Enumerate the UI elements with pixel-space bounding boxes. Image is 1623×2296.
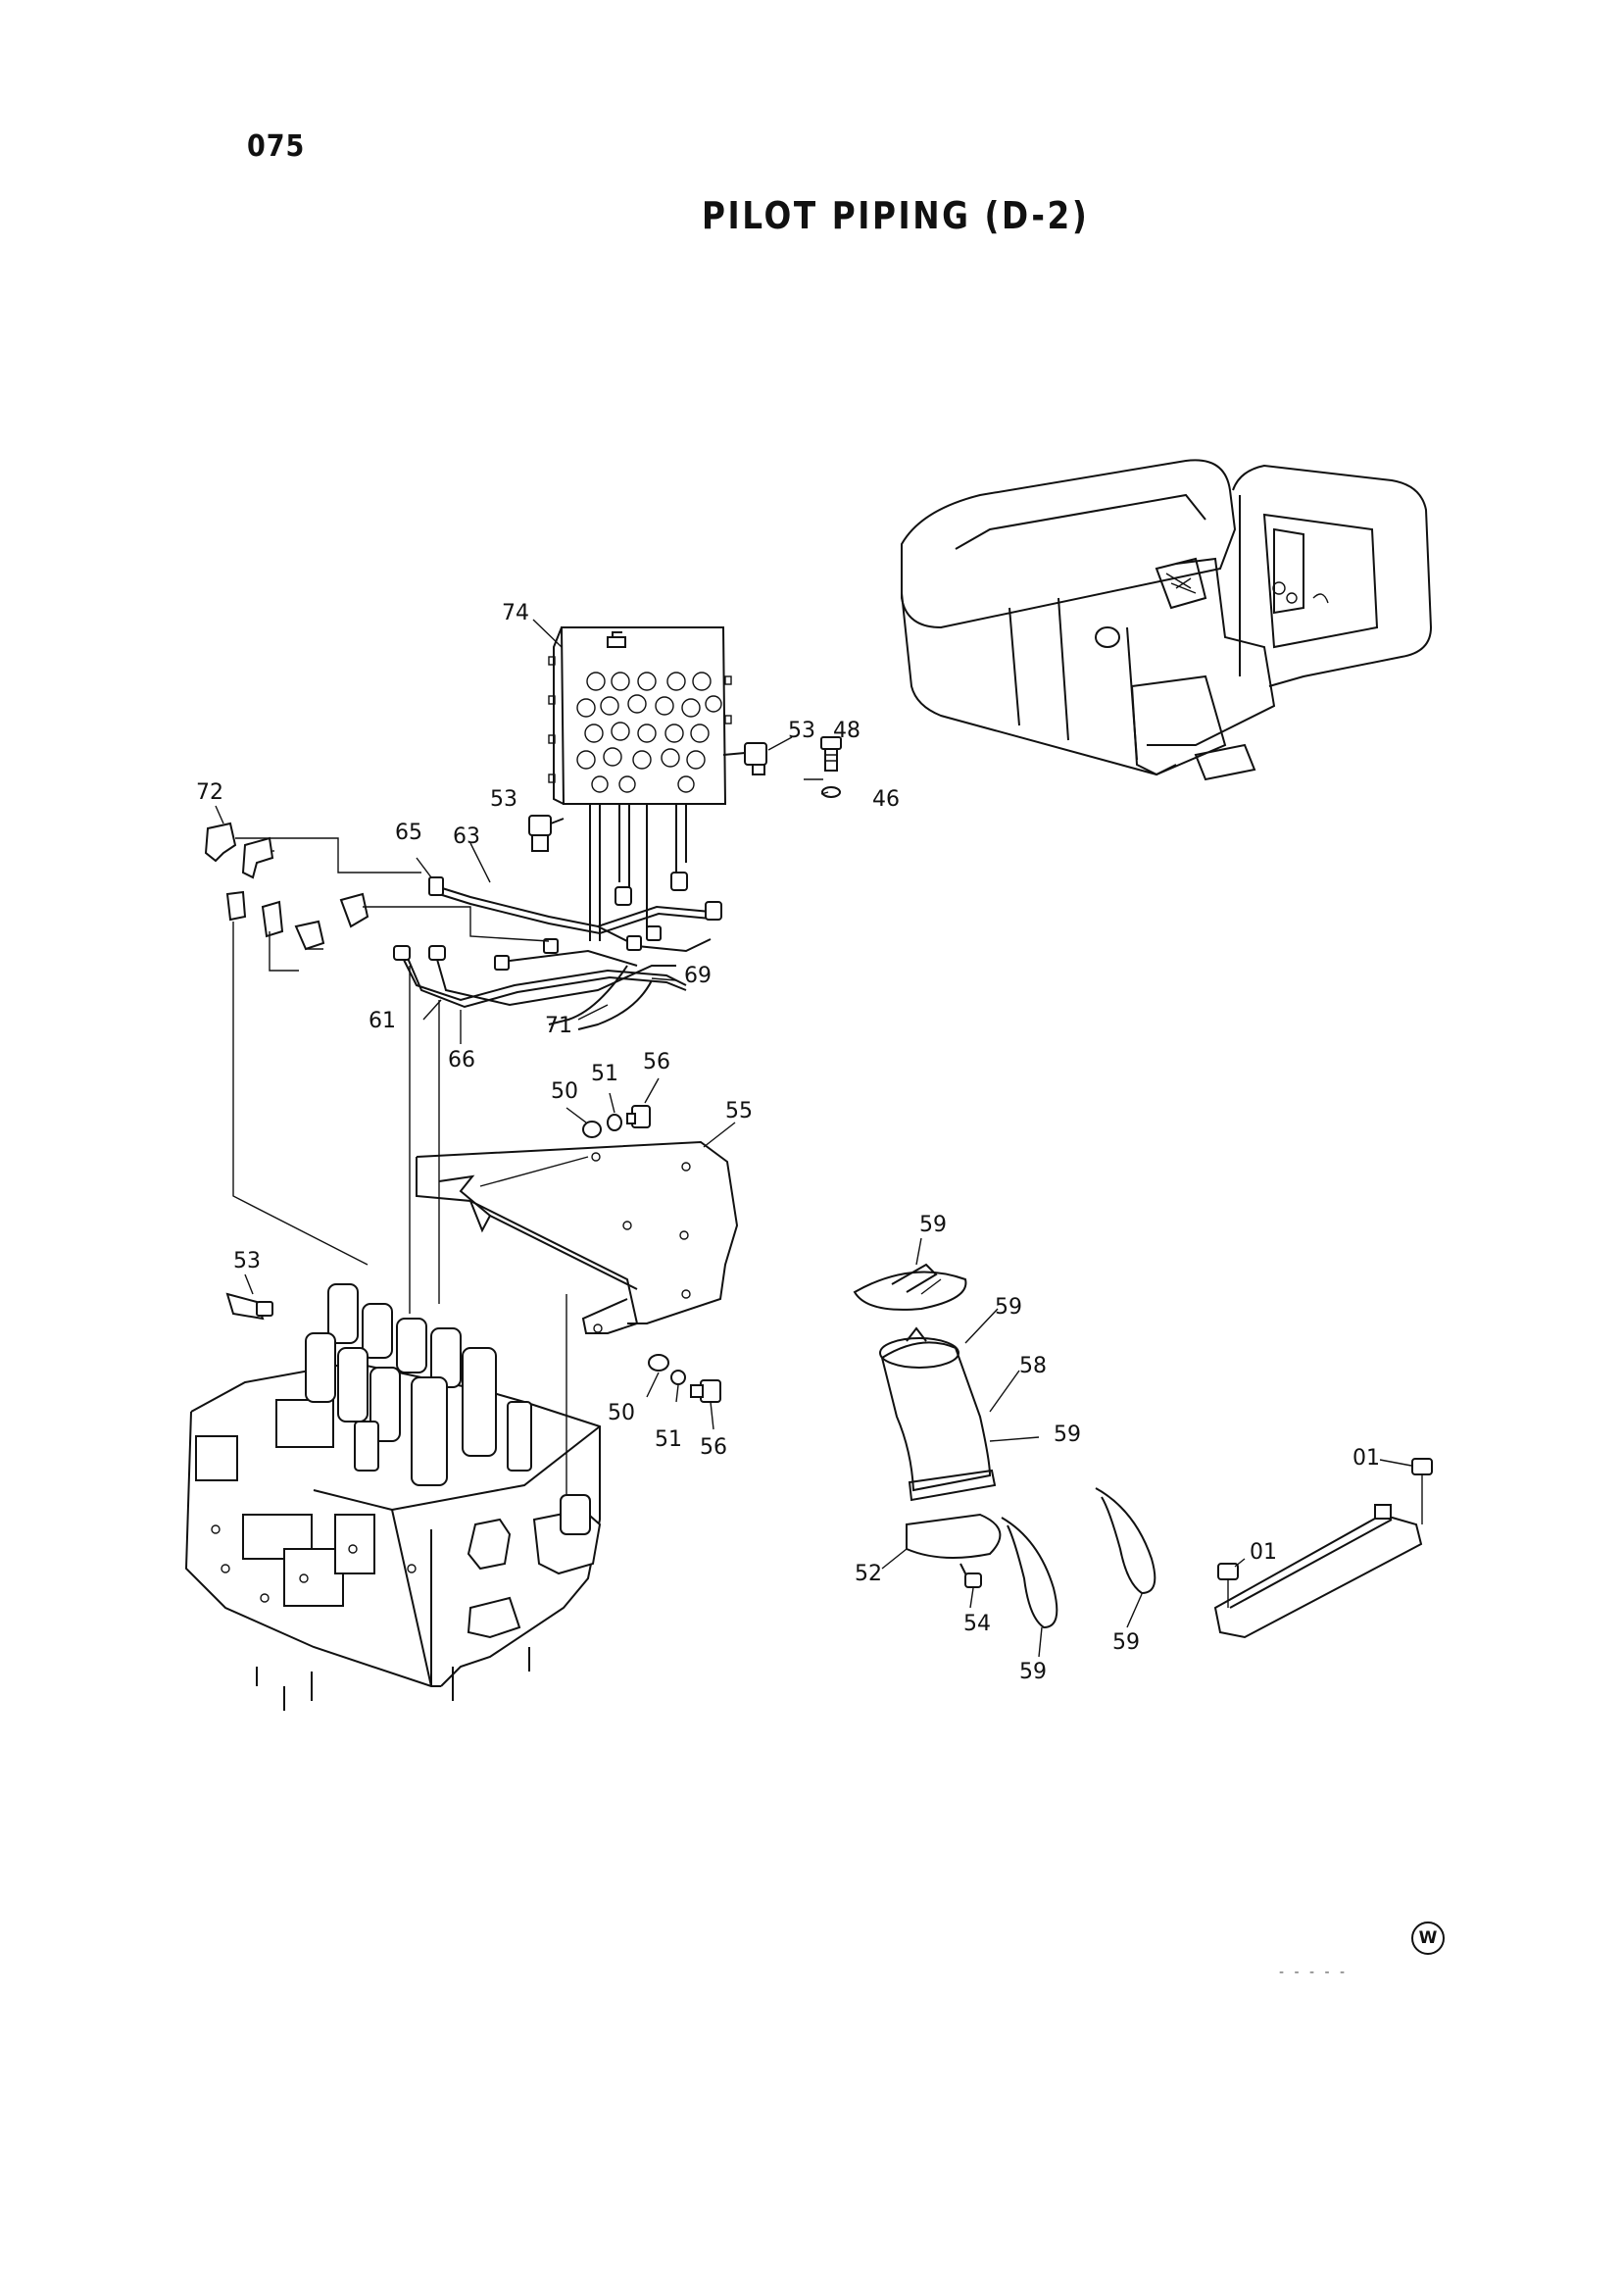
callout-46: 46 <box>872 787 900 812</box>
callout-63: 63 <box>453 824 480 849</box>
callout-labels: 74 53 48 46 53 72 65 63 69 71 61 66 50 5… <box>196 601 1380 1684</box>
callout-59: 59 <box>919 1213 947 1237</box>
fitting-53-left <box>528 815 565 852</box>
callout-51: 51 <box>591 1062 618 1086</box>
routing-lines <box>232 922 567 1549</box>
footer-code: - - - - - <box>1279 1965 1349 1980</box>
callout-50: 50 <box>551 1079 578 1104</box>
callout-58: 58 <box>1019 1354 1047 1378</box>
callout-65: 65 <box>395 821 422 845</box>
callout-56: 56 <box>643 1050 670 1074</box>
callout-01: 01 <box>1250 1540 1277 1565</box>
bracket-55 <box>416 1140 739 1334</box>
callout-54: 54 <box>963 1612 991 1636</box>
callout-53: 53 <box>490 787 517 812</box>
bolt-48 <box>820 736 842 772</box>
callout-48: 48 <box>833 719 861 743</box>
cable-ties-59 <box>1001 1487 1156 1629</box>
callout-59: 59 <box>1019 1660 1047 1684</box>
fitting-53-valve <box>225 1292 273 1321</box>
callout-59: 59 <box>1054 1423 1081 1447</box>
callout-71: 71 <box>545 1014 572 1038</box>
callout-01: 01 <box>1352 1446 1380 1471</box>
band-52 <box>906 1513 1002 1588</box>
callout-74: 74 <box>502 601 529 625</box>
elbow-fittings-72 <box>204 822 550 972</box>
callout-53: 53 <box>788 719 815 743</box>
callout-53: 53 <box>233 1249 261 1273</box>
washer-46 <box>821 786 841 798</box>
callout-59: 59 <box>995 1295 1022 1320</box>
w-mark-icon: W <box>1411 1922 1445 1955</box>
callout-66: 66 <box>448 1048 475 1073</box>
callout-56: 56 <box>700 1435 727 1460</box>
fitting-53-right <box>722 742 767 775</box>
hose-connectors <box>393 872 722 971</box>
page-number: 075 <box>247 129 306 164</box>
callout-55: 55 <box>725 1099 753 1123</box>
callout-72: 72 <box>196 780 223 805</box>
excavator-overview <box>901 459 1433 781</box>
callout-52: 52 <box>855 1562 882 1586</box>
pilot-manifold-74 <box>548 626 732 805</box>
manifold-pipes <box>589 804 687 941</box>
callout-69: 69 <box>684 964 712 988</box>
hose-58-assembly <box>853 1263 997 1502</box>
callout-61: 61 <box>369 1009 396 1033</box>
callout-leaders <box>215 619 1412 1658</box>
mount-rail <box>1213 1458 1433 1639</box>
hardware-upper <box>582 1105 651 1138</box>
control-valve <box>184 1283 602 1711</box>
hose-bundle <box>401 886 712 1030</box>
callout-59: 59 <box>1112 1630 1140 1655</box>
callout-50: 50 <box>608 1401 635 1425</box>
hardware-lower <box>648 1354 721 1403</box>
page-title: PILOT PIPING (D-2) <box>702 194 1090 237</box>
callout-51: 51 <box>655 1427 682 1452</box>
